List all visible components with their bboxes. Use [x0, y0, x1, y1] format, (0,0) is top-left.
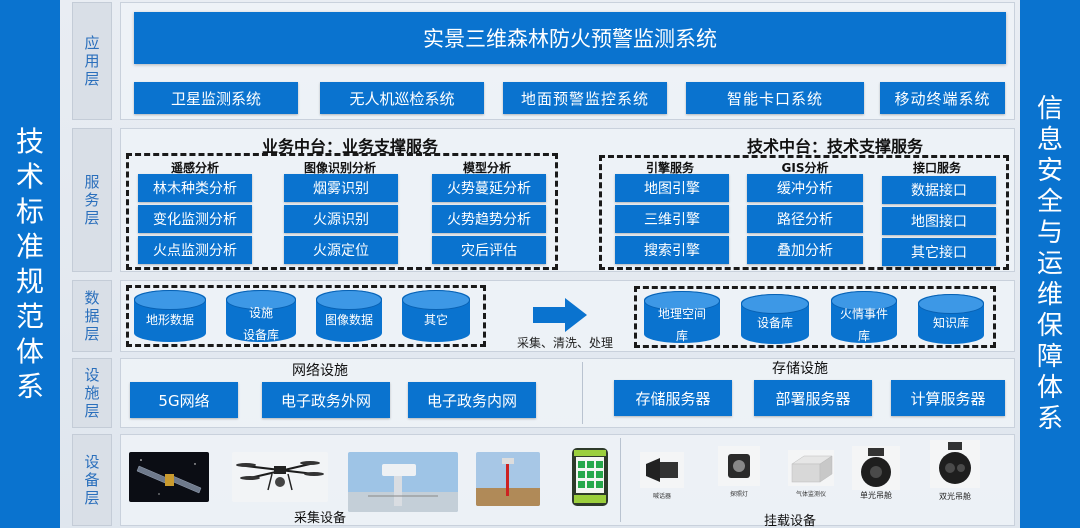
raw-data-dashed-box [126, 285, 486, 347]
group-gis: GIS分析 [781, 161, 829, 175]
system-checkpoint: 智能卡口系统 [686, 82, 864, 114]
service-panel [120, 128, 1015, 272]
collect-devices-label: 采集设备 [293, 511, 346, 526]
svc-path: 路径分析 [747, 205, 863, 233]
svc-3d-engine: 三维引擎 [615, 205, 729, 233]
caption-loudspeaker: 喊话器 [652, 493, 671, 500]
svc-fire-point: 火点监测分析 [138, 236, 252, 264]
svc-assessment: 灾后评估 [432, 236, 546, 264]
mount-devices-label: 挂载设备 [763, 514, 816, 528]
svc-overlay: 叠加分析 [747, 236, 863, 264]
layer-label-device: 设备层 [72, 434, 112, 526]
system-title: 实景三维森林防火预警监测系统 [134, 12, 1006, 64]
tech-platform-title: 技术中台：技术支撑服务 [746, 137, 923, 156]
svc-data-api: 数据接口 [882, 176, 996, 204]
group-model-analysis: 模型分析 [462, 161, 511, 175]
net-egov-intranet: 电子政务内网 [408, 382, 536, 418]
svc-map-api: 地图接口 [882, 207, 996, 235]
right-arrow-icon [533, 298, 587, 332]
caption-searchlight: 探照灯 [729, 491, 748, 498]
svc-smoke: 烟雾识别 [284, 174, 398, 202]
group-remote-sensing: 遥感分析 [170, 161, 219, 175]
left-side-title: 技术标准规范体系 [15, 125, 44, 403]
db-device: 设备库 [741, 294, 809, 344]
left-side-bar: 技术标准规范体系 [0, 0, 60, 528]
svc-map-engine: 地图引擎 [615, 174, 729, 202]
camera-tower-icon [348, 452, 458, 512]
satellite-icon [129, 452, 209, 502]
system-satellite: 卫星监测系统 [134, 82, 298, 114]
network-title: 网络设施 [292, 363, 348, 379]
svc-fire-source: 火源识别 [284, 205, 398, 233]
layer-label-app: 应用层 [72, 2, 112, 120]
net-5g: 5G网络 [130, 382, 238, 418]
db-facility: 设施设备库 [226, 290, 296, 342]
db-fire-event: 火情事件库 [831, 291, 897, 343]
searchlight-icon [718, 446, 760, 486]
group-image-recognition: 图像识别分析 [303, 161, 376, 175]
layer-label-infra: 设施层 [72, 358, 112, 428]
storage-title: 存储设施 [772, 361, 828, 377]
svc-buffer: 缓冲分析 [747, 174, 863, 202]
db-other: 其它 [402, 290, 470, 342]
layer-label-data: 数据层 [72, 280, 112, 352]
caption-gas-detector: 气体监测仪 [795, 491, 826, 498]
svc-tree-species: 林木种类分析 [138, 174, 252, 202]
svc-other-api: 其它接口 [882, 238, 996, 266]
business-dashed-box [126, 153, 558, 270]
system-drone: 无人机巡检系统 [320, 82, 484, 114]
dual-gimbal-icon [930, 440, 980, 488]
right-side-title: 信息安全与运维保障体系 [1036, 93, 1063, 434]
gas-detector-icon [788, 450, 834, 486]
layer-label-service: 服务层 [72, 128, 112, 272]
group-engine: 引擎服务 [645, 161, 694, 175]
db-image: 图像数据 [316, 290, 382, 342]
loudspeaker-icon [640, 452, 684, 488]
right-side-bar: 信息安全与运维保障体系 [1020, 0, 1080, 528]
db-terrain: 地形数据 [134, 290, 206, 342]
mobile-phone-icon [572, 448, 608, 506]
caption-dual-gimbal: 双光吊舱 [939, 492, 971, 501]
process-label: 采集、清洗、处理 [516, 336, 613, 350]
drone-icon [232, 452, 328, 502]
group-interface: 接口服务 [912, 161, 961, 175]
db-knowledge: 知识库 [918, 294, 984, 344]
db-geospatial: 地理空间库 [644, 291, 720, 343]
net-egov-extranet: 电子政务外网 [262, 382, 390, 418]
svc-change-monitor: 变化监测分析 [138, 205, 252, 233]
svc-spread: 火势蔓延分析 [432, 174, 546, 202]
device-divider [620, 438, 621, 522]
single-gimbal-icon [852, 446, 900, 490]
sensor-pole-icon [476, 452, 540, 506]
srv-deploy: 部署服务器 [754, 380, 872, 416]
infra-divider [582, 362, 583, 424]
tech-dashed-box [599, 155, 1009, 270]
system-mobile: 移动终端系统 [880, 82, 1005, 114]
business-platform-title: 业务中台：业务支撑服务 [261, 137, 438, 156]
processed-data-dashed-box [634, 286, 996, 348]
system-ground: 地面预警监控系统 [503, 82, 667, 114]
svc-search-engine: 搜索引擎 [615, 236, 729, 264]
svc-fire-locate: 火源定位 [284, 236, 398, 264]
srv-storage: 存储服务器 [614, 380, 732, 416]
caption-single-gimbal: 单光吊舱 [860, 491, 892, 500]
infra-panel [120, 358, 1015, 428]
srv-compute: 计算服务器 [891, 380, 1005, 416]
svc-trend: 火势趋势分析 [432, 205, 546, 233]
